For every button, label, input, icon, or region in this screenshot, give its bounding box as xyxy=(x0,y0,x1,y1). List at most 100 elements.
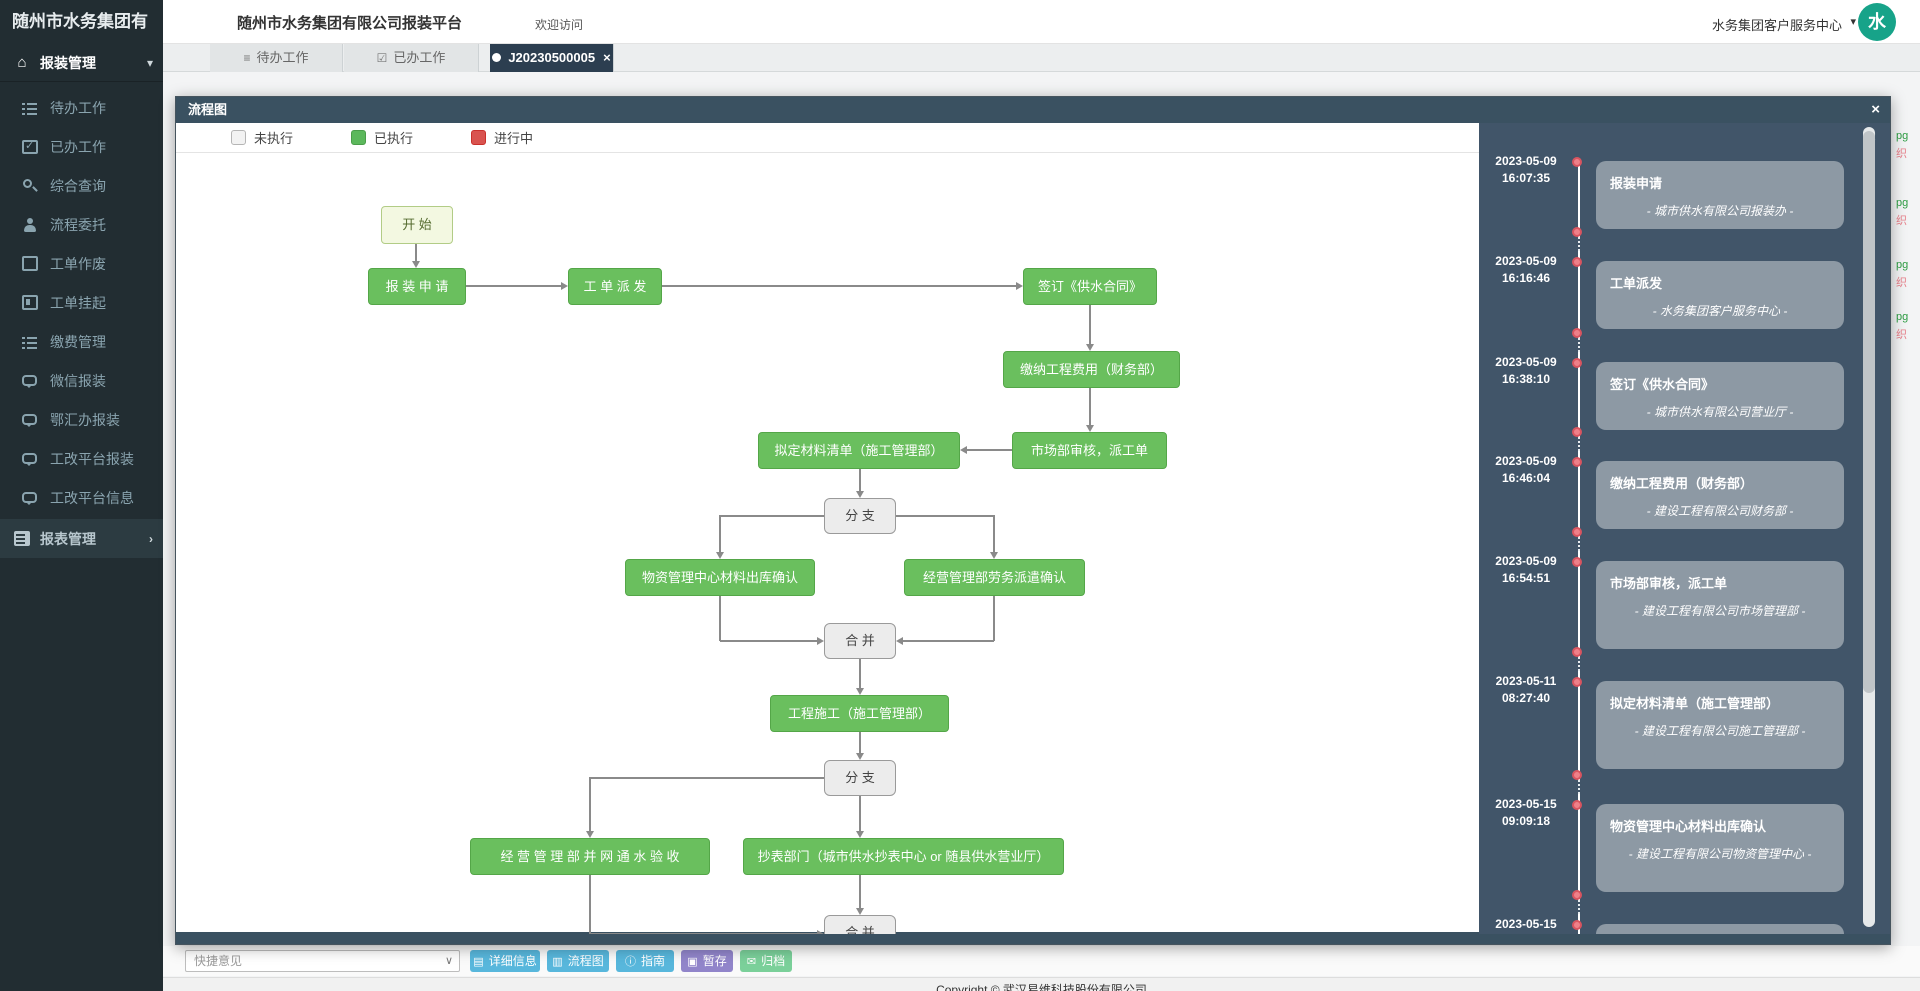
scrollbar-thumb[interactable] xyxy=(1863,131,1875,693)
modal-close-icon[interactable]: × xyxy=(1871,101,1880,118)
modal-scrollbar[interactable] xyxy=(1863,127,1875,927)
flow-node-start[interactable]: 开 始 xyxy=(381,206,453,244)
flow-node-apply[interactable]: 报 装 申 请 xyxy=(368,268,466,305)
flow-arrow xyxy=(1016,282,1023,290)
tab-done-work[interactable]: ☑已办工作 xyxy=(344,44,479,72)
sidebar-item-done-work[interactable]: 已办工作 xyxy=(0,127,163,166)
welcome-text: 欢迎访问 xyxy=(535,18,584,32)
flow-arrow xyxy=(856,491,864,498)
timeline-dot xyxy=(1572,358,1582,368)
sidebar-item-gonggai-install[interactable]: 工改平台报装 xyxy=(0,439,163,478)
flow-connector xyxy=(993,596,995,641)
list-icon xyxy=(22,336,38,350)
timeline-dot xyxy=(1572,427,1582,437)
page-title: 随州市水务集团有限公司报装平台 xyxy=(237,15,463,32)
flow-connector xyxy=(966,449,1012,451)
flow-connector xyxy=(589,875,591,934)
legend-swatch-green xyxy=(351,130,367,145)
flowchart-canvas: 开 始 报 装 申 请 工 单 派 发 签订《供水合同》 缴纳工程费用（财务部）… xyxy=(176,123,1479,934)
tab-workorder-j20230500005[interactable]: J20230500005× xyxy=(490,44,614,72)
legend-executed: 已执行 xyxy=(351,128,413,147)
timeline-card[interactable]: 报装申请- 城市供水有限公司报装办 - xyxy=(1596,161,1844,229)
flow-node-material-out[interactable]: 物资管理中心材料出库确认 xyxy=(625,559,815,596)
file-icon xyxy=(22,256,38,271)
flow-node-branch-2[interactable]: 分 支 xyxy=(824,760,896,796)
sidebar-item-payment-mgmt[interactable]: 缴费管理 xyxy=(0,322,163,361)
caret-down-icon[interactable]: ▾ xyxy=(1850,16,1856,28)
flow-arrow xyxy=(856,688,864,695)
quick-opinion-select[interactable]: 快捷意见∨ xyxy=(185,950,460,972)
background-fragment: 织 xyxy=(1896,148,1907,160)
close-tab-icon[interactable]: × xyxy=(603,50,611,65)
check-square-icon xyxy=(22,139,38,154)
sidebar-item-wechat-install[interactable]: 微信报装 xyxy=(0,361,163,400)
timeline-card[interactable]: 缴纳工程费用（财务部）- 建设工程有限公司财务部 - xyxy=(1596,461,1844,529)
timeline-dot xyxy=(1572,157,1582,167)
tab-todo-work[interactable]: ≡待办工作 xyxy=(210,44,343,72)
background-fragment: 织 xyxy=(1896,215,1907,227)
flow-node-material-list[interactable]: 拟定材料清单（施工管理部） xyxy=(758,432,960,469)
copyright-text: Copyright © 武汉易维科技股份有限公司 xyxy=(936,983,1147,991)
flow-arrow xyxy=(896,637,903,645)
legend-not-executed: 未执行 xyxy=(231,128,293,147)
modal-header: 流程图 × xyxy=(176,97,1890,123)
sidebar-item-process-delegate[interactable]: 流程委托 xyxy=(0,205,163,244)
flow-node-labor-dispatch[interactable]: 经营管理部劳务派遣确认 xyxy=(904,559,1085,596)
flow-arrow xyxy=(856,908,864,915)
sidebar-item-todo-work[interactable]: 待办工作 xyxy=(0,88,163,127)
timeline-card[interactable]: 工单派发- 水务集团客户服务中心 - xyxy=(1596,261,1844,329)
avatar[interactable]: 水 xyxy=(1858,3,1896,41)
sidebar-item-ehuiban-install[interactable]: 鄂汇办报装 xyxy=(0,400,163,439)
list-icon: ≡ xyxy=(243,51,251,65)
timeline-dotted-segment xyxy=(1578,338,1580,352)
timeline-card[interactable]: 经营管理部劳务派遣确认 xyxy=(1596,924,1844,934)
flow-node-merge-2[interactable]: 合 并 xyxy=(824,915,896,934)
archive-button[interactable]: ✉归档 xyxy=(740,950,792,972)
app-logo: 随州市水务集团有 xyxy=(0,0,163,44)
sidebar-item-comprehensive-query[interactable]: 综合查询 xyxy=(0,166,163,205)
sidebar-item-workorder-void[interactable]: 工单作废 xyxy=(0,244,163,283)
flow-connector xyxy=(719,515,721,553)
comment-icon xyxy=(22,413,38,427)
flow-arrow xyxy=(716,552,724,559)
flow-node-pay-fee[interactable]: 缴纳工程费用（财务部） xyxy=(1003,351,1180,388)
flow-node-merge-1[interactable]: 合 并 xyxy=(824,623,896,659)
timeline-dotted-segment xyxy=(1578,437,1580,451)
timeline-card[interactable]: 签订《供水合同》- 城市供水有限公司营业厅 - xyxy=(1596,362,1844,430)
flow-node-contract[interactable]: 签订《供水合同》 xyxy=(1023,268,1157,305)
flow-node-dispatch[interactable]: 工 单 派 发 xyxy=(568,268,662,305)
sidebar-section-install-mgmt[interactable]: ⌂ 报装管理 ▾ xyxy=(0,44,163,82)
legend-swatch-gray xyxy=(231,130,246,145)
flow-node-meter-dept[interactable]: 抄表部门（城市供水抄表中心 or 随县供水营业厅） xyxy=(743,838,1064,875)
modal-body: 未执行 已执行 进行中 开 始 报 装 申 请 工 单 派 发 签订《供水合同》… xyxy=(176,123,1890,934)
flow-node-branch-1[interactable]: 分 支 xyxy=(824,498,896,534)
flow-arrow xyxy=(856,753,864,760)
flowchart-button[interactable]: ▥流程图 xyxy=(547,950,609,972)
sidebar-item-workorder-suspend[interactable]: 工单挂起 xyxy=(0,283,163,322)
chevron-right-icon: › xyxy=(149,531,153,546)
flow-node-construction[interactable]: 工程施工（施工管理部） xyxy=(770,695,949,732)
chevron-down-icon: ▾ xyxy=(146,55,153,70)
flow-arrow xyxy=(960,446,967,454)
user-menu[interactable]: 水务集团客户服务中心 xyxy=(1711,18,1842,33)
save-draft-button[interactable]: ▣暂存 xyxy=(681,950,733,972)
timeline-card[interactable]: 物资管理中心材料出库确认- 建设工程有限公司物资管理中心 - xyxy=(1596,804,1844,892)
sidebar-section-report-mgmt[interactable]: 报表管理 › xyxy=(0,519,163,558)
sidebar: 随州市水务集团有 ⌂ 报装管理 ▾ 待办工作 已办工作 综合查询 流程委托 工单… xyxy=(0,0,163,991)
sidebar-item-gonggai-info[interactable]: 工改平台信息 xyxy=(0,478,163,517)
mail-icon: ✉ xyxy=(746,956,757,968)
timeline-dot xyxy=(1572,920,1582,930)
timeline-card[interactable]: 市场部审核，派工单- 建设工程有限公司市场管理部 - xyxy=(1596,561,1844,649)
flow-connector xyxy=(590,933,818,934)
timeline-card[interactable]: 拟定材料清单（施工管理部）- 建设工程有限公司施工管理部 - xyxy=(1596,681,1844,769)
flow-arrow xyxy=(586,831,594,838)
timeline-dotted-segment xyxy=(1578,537,1580,551)
flow-node-market-review[interactable]: 市场部审核，派工单 xyxy=(1012,432,1167,469)
detail-info-button[interactable]: ▤详细信息 xyxy=(470,950,540,972)
background-fragment: 织 xyxy=(1896,329,1907,341)
flow-node-water-acceptance[interactable]: 经 营 管 理 部 并 网 通 水 验 收 xyxy=(470,838,710,875)
